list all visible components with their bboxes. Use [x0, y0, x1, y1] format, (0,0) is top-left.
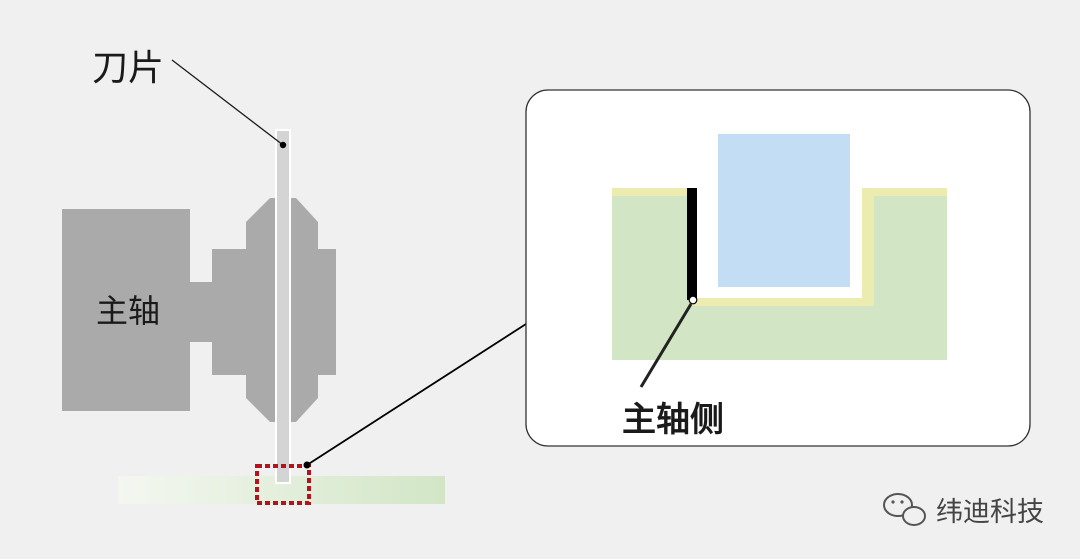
- zoom-coating-layer: [612, 188, 947, 306]
- blade-leader-line: [171, 59, 284, 146]
- spindle-collar: [212, 249, 246, 375]
- zoom-spindle-side-wall: [687, 188, 697, 300]
- flange-right: [290, 198, 318, 422]
- callout-leader-dot: [303, 461, 311, 469]
- zoom-substrate: [612, 196, 947, 360]
- blade-label: 刀片: [92, 48, 164, 89]
- wechat-icon: [883, 493, 926, 526]
- spindle-label: 主轴: [96, 292, 160, 330]
- blade: [275, 129, 291, 484]
- callout-panel: 主轴侧: [525, 89, 1031, 447]
- blade-leader-dot: [279, 141, 287, 149]
- flange-left: [246, 198, 276, 422]
- spindle-side-label: 主轴侧: [622, 400, 724, 440]
- zoom-leader-line: [639, 303, 693, 388]
- spindle-shaft: [190, 282, 212, 342]
- callout-leader-line: [306, 323, 527, 466]
- watermark-text: 纬迪科技: [936, 497, 1044, 528]
- spindle-housing: [62, 209, 190, 411]
- flange-nut: [318, 249, 336, 375]
- zoom-marker-circle: [688, 295, 698, 305]
- cut-highlight-box: [255, 464, 311, 505]
- zoom-blade: [718, 134, 850, 287]
